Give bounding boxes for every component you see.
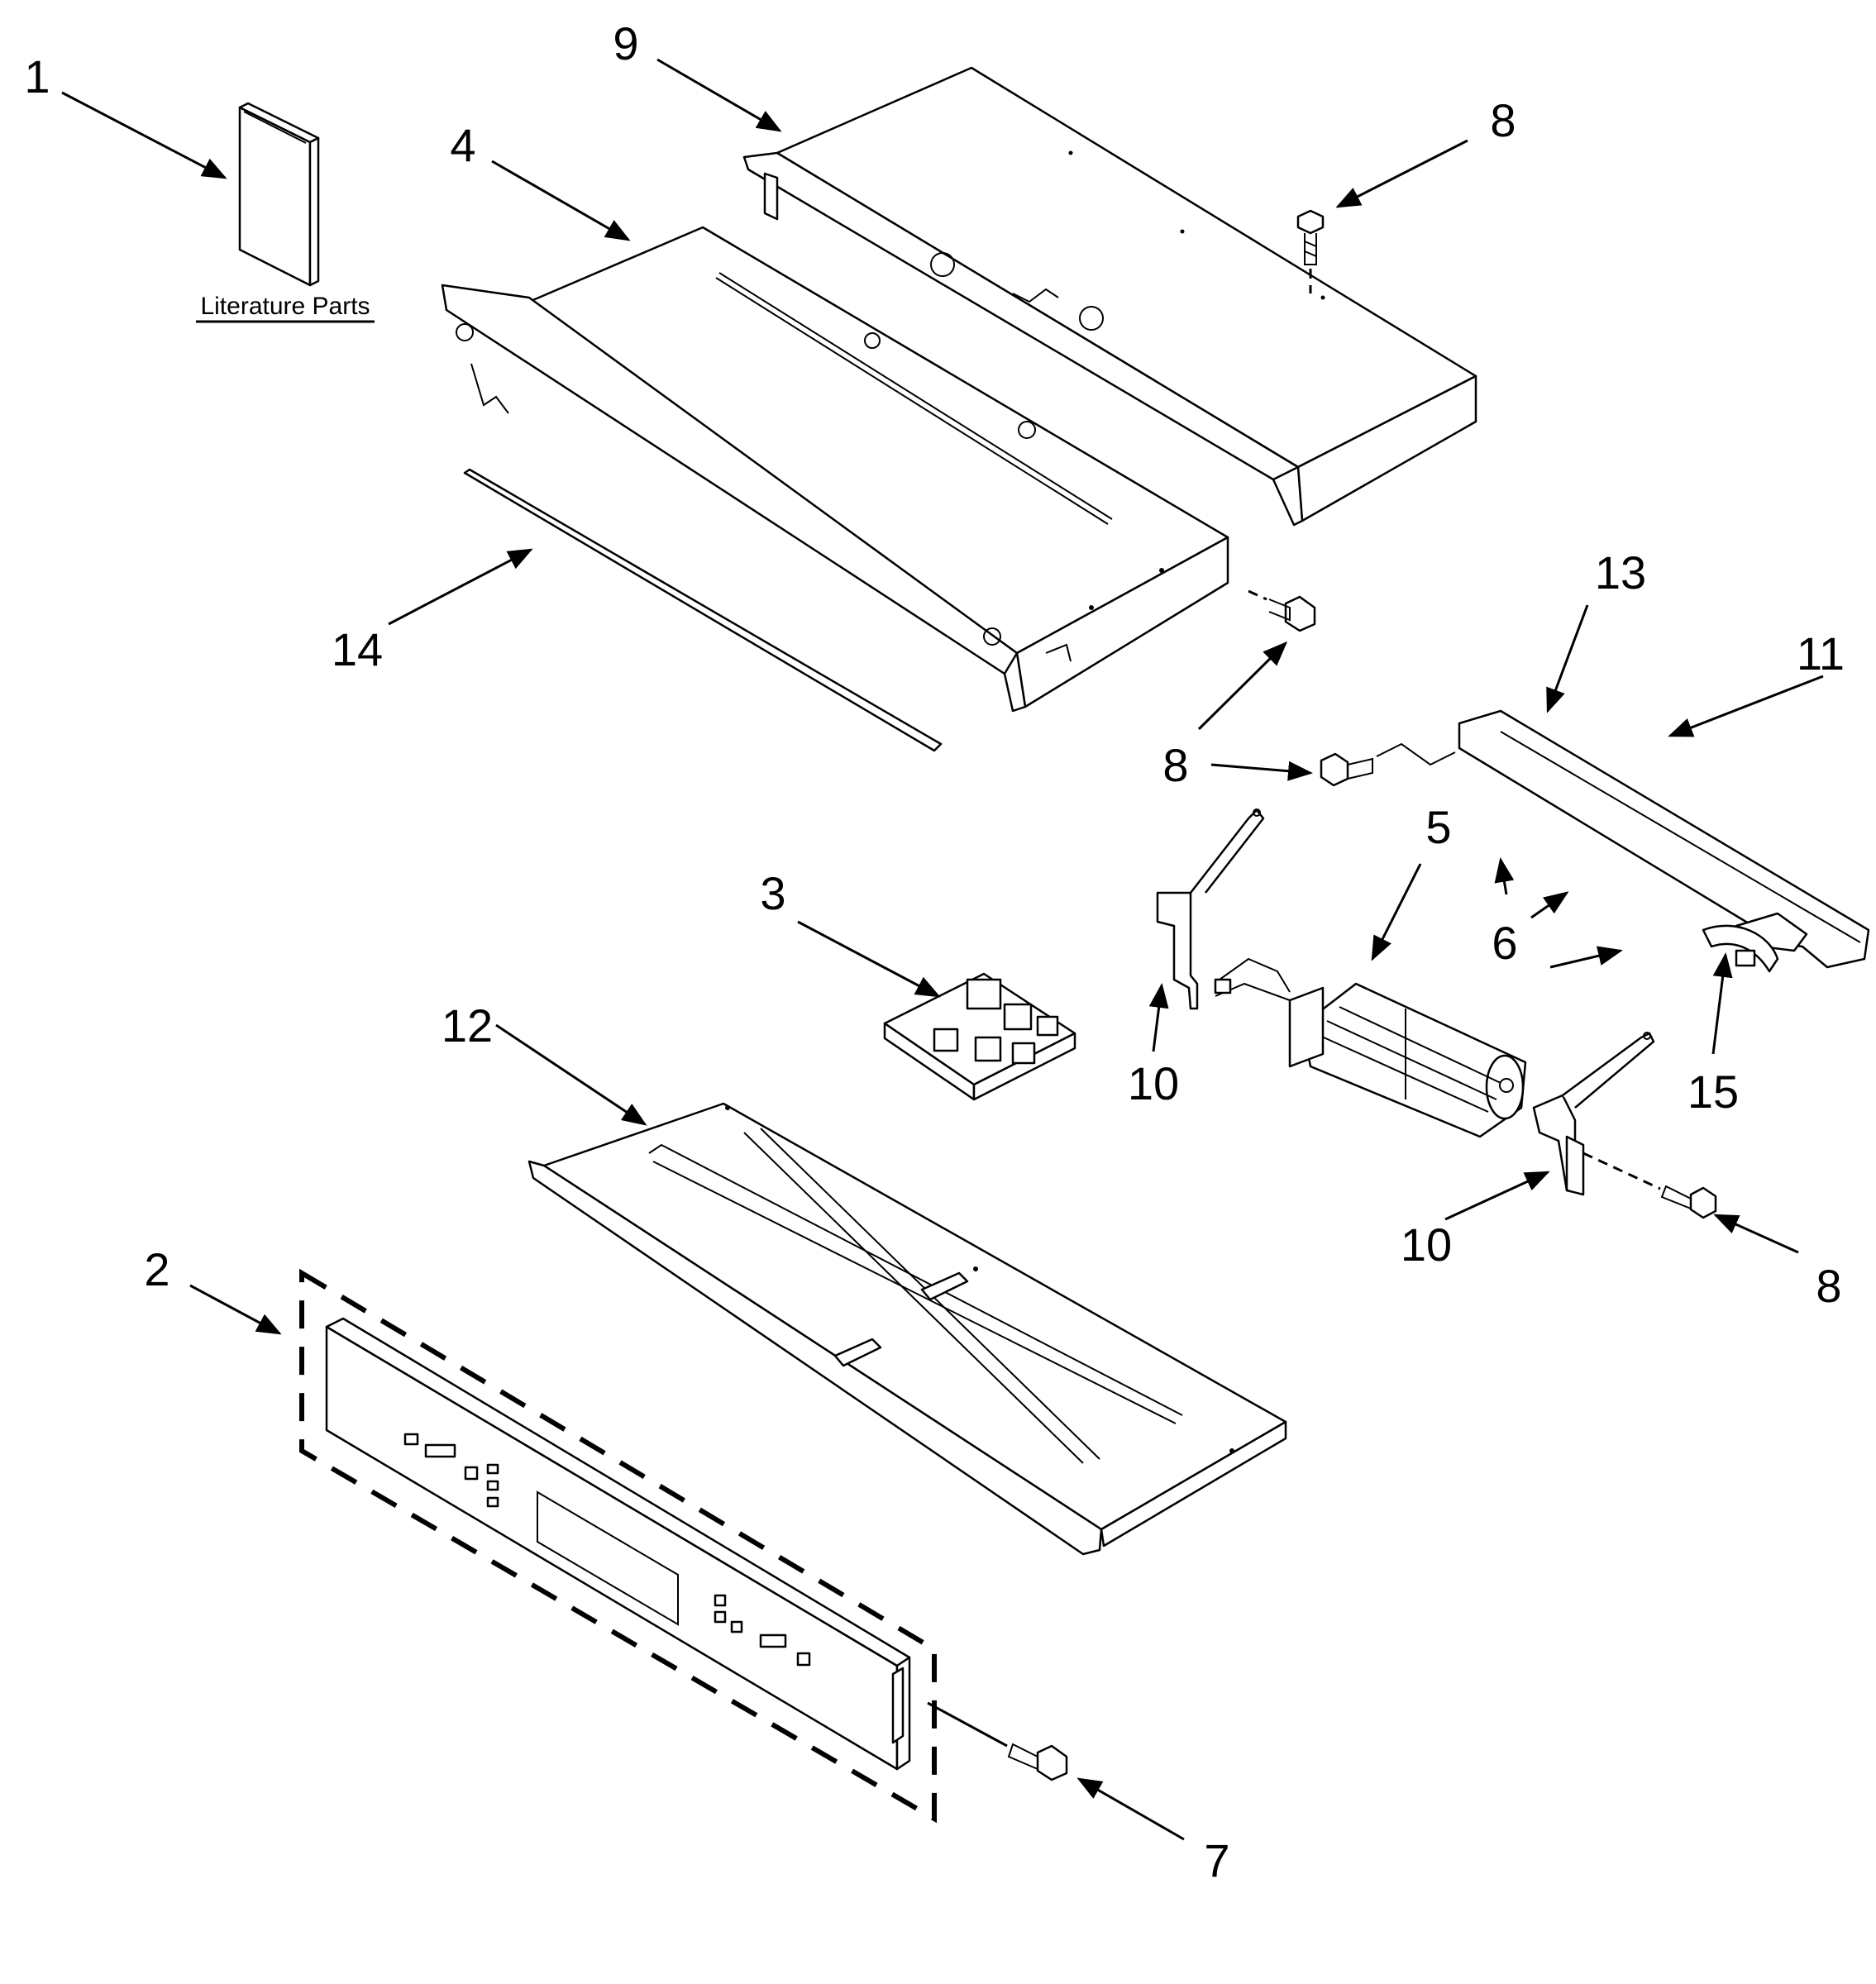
callout-8-right: 8: [1816, 1260, 1841, 1312]
callout-12: 12: [442, 999, 493, 1052]
leader-8a: [1335, 139, 1468, 208]
part-1-literature-booklet: [238, 102, 320, 287]
callout-15: 15: [1687, 1066, 1739, 1118]
part-14-strip: [463, 468, 943, 752]
leader-1: [61, 91, 227, 179]
callout-9: 9: [613, 17, 638, 69]
part-5-blower-fan: [1214, 957, 1527, 1138]
callout-6: 6: [1492, 917, 1517, 969]
leader-6c: [1549, 946, 1623, 969]
callout-11: 11: [1797, 627, 1845, 680]
callout-10-right: 10: [1401, 1219, 1452, 1271]
leader-6b: [1530, 891, 1569, 919]
callout-1: 1: [24, 50, 50, 103]
part-10-bracket-right: [1532, 1032, 1655, 1196]
leader-11: [1668, 675, 1824, 737]
callout-13: 13: [1595, 546, 1646, 599]
leader-12: [495, 1023, 647, 1126]
leader-10b: [1444, 1171, 1550, 1221]
part-8-screw-top: [1296, 209, 1325, 293]
callout-4: 4: [450, 119, 475, 171]
callout-7: 7: [1204, 1834, 1229, 1886]
part-7-screw: [927, 1701, 1068, 1781]
leader-2: [189, 1284, 282, 1335]
leader-5: [1371, 863, 1422, 961]
leader-10a: [1148, 983, 1169, 1052]
part-2-control-panel: [325, 1317, 911, 1771]
part-12-base-panel: [527, 1102, 1287, 1556]
literature-parts-caption: Literature Parts: [200, 293, 370, 320]
callout-8-middle: 8: [1162, 739, 1188, 791]
leader-6a: [1494, 857, 1515, 895]
leader-8d: [1713, 1214, 1799, 1254]
leader-8c: [1210, 761, 1313, 781]
leader-9: [656, 58, 782, 132]
leader-14: [388, 548, 533, 626]
callout-5: 5: [1425, 801, 1451, 853]
part-11-rear-bracket: [1458, 709, 1870, 969]
part-9-top-cover: [742, 66, 1477, 527]
part-13-wire: [1376, 742, 1456, 766]
leader-4: [491, 160, 631, 241]
part-8-screw-bracket: [1320, 752, 1373, 787]
callout-8-top: 8: [1490, 94, 1516, 146]
leader-7: [1076, 1777, 1185, 1841]
part-3-control-board: [883, 972, 1076, 1101]
leader-15: [1711, 952, 1733, 1055]
leader-8b: [1197, 641, 1288, 731]
part-10-bracket-left: [1156, 808, 1265, 1010]
part-15-clip: [1702, 924, 1779, 973]
part-8-screw-middle: [1248, 589, 1316, 632]
leader-3: [797, 920, 941, 998]
callout-3: 3: [760, 867, 785, 919]
callout-10-left: 10: [1128, 1057, 1179, 1109]
part-2-assembly-boundary: [299, 1268, 937, 1824]
part-4-upper-housing: [441, 226, 1229, 713]
callout-14: 14: [332, 623, 383, 675]
part-8-screw-right: [1582, 1152, 1717, 1219]
leader-13: [1546, 604, 1589, 713]
callout-2: 2: [144, 1243, 169, 1295]
